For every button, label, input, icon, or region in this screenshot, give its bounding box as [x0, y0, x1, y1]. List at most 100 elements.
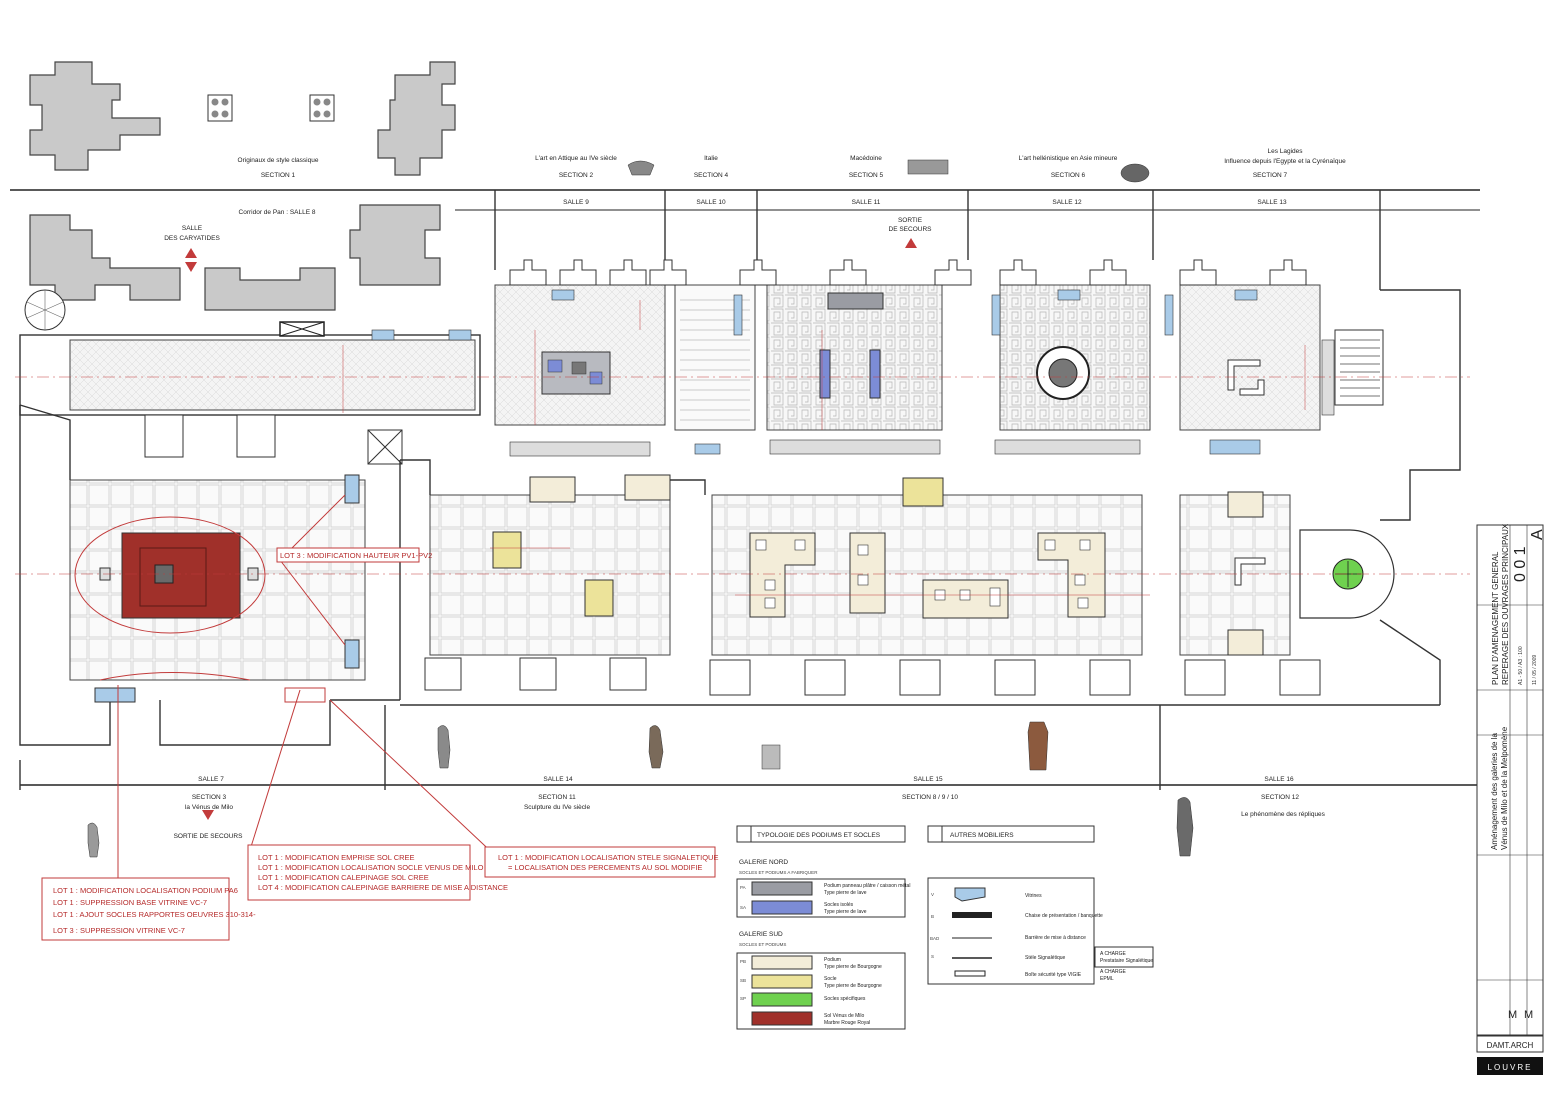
legend-title: AUTRES MOBILIERS — [950, 832, 1014, 839]
note-line: LOT 1 : MODIFICATION LOCALISATION PODIUM… — [53, 886, 238, 895]
note-line: LOT 1 : MODIFICATION LOCALISATION STELE … — [498, 853, 718, 862]
legend-swatch — [751, 992, 813, 1007]
exit-label: SORTIE — [898, 217, 923, 224]
annotation-leaders — [99, 494, 501, 881]
legend-autres-items: V Vitrines B Chaise de présentation / ba… — [927, 877, 1154, 985]
svg-text:EPML: EPML — [1100, 976, 1114, 982]
exit-label: DES CARYATIDES — [164, 235, 220, 242]
section-label: SECTION 5 — [849, 172, 884, 179]
salle-label: SALLE 12 — [1052, 199, 1082, 206]
svg-text:B: B — [931, 914, 934, 919]
doc-code: A1 - 50 / A3 : 100 — [1518, 646, 1524, 685]
salle14-floor — [429, 494, 671, 656]
salle-label: SALLE 11 — [852, 199, 881, 206]
svg-text:Vitrines: Vitrines — [1025, 893, 1042, 899]
section-label: Originaux de style classique — [238, 157, 319, 164]
south-windows — [424, 657, 1321, 696]
phase: M — [1524, 1009, 1533, 1021]
exit-label: SORTIE DE SECOURS — [174, 833, 244, 840]
legend-title: TYPOLOGIE DES PODIUMS ET SOCLES — [757, 832, 881, 839]
note-lot3: LOT 3 : MODIFICATION HAUTEUR PV1-PV2 — [280, 551, 432, 560]
venus-barrier — [74, 516, 266, 634]
red-dimensions — [342, 300, 1306, 596]
svg-text:PA: PA — [740, 885, 746, 890]
title-line: Aménagement des galeries de la — [1490, 732, 1499, 850]
legend-swatch — [751, 1011, 813, 1026]
svg-text:S: S — [931, 954, 934, 959]
section-label: SECTION 3 — [192, 794, 227, 801]
legend-sud-items: PB Podium Type pierre de Bourgogne SB So… — [736, 952, 906, 1030]
courtyard-pillars — [207, 94, 335, 122]
legend-swatch — [751, 974, 813, 989]
svg-text:Chaise de présentation / banqu: Chaise de présentation / banquette — [1025, 913, 1103, 919]
svg-text:Socles isolés: Socles isolés — [824, 902, 854, 908]
firm-name: DAMT.ARCH — [1487, 1041, 1534, 1050]
annotation-notes: LOT 3 : MODIFICATION HAUTEUR PV1-PV2 LOT… — [41, 547, 718, 941]
legend-subtitle: GALERIE SUD — [739, 931, 783, 938]
bottom-band — [19, 705, 1480, 790]
section-label: SECTION 7 — [1253, 172, 1288, 179]
section-label: Macédoine — [850, 155, 882, 162]
title-block: PLAN D'AMENAGEMENT GENERAL REPERAGE DES … — [1476, 523, 1546, 1075]
legend-nord-items: PA Podium panneau plâtre / caisson métal… — [736, 878, 910, 918]
title-line: Vénus de Milo et de la Melpomène — [1500, 726, 1509, 850]
svg-text:SA: SA — [740, 905, 746, 910]
svg-text:A CHARGE: A CHARGE — [1100, 951, 1127, 957]
section-label: SECTION 4 — [694, 172, 729, 179]
top-salle-labels: Corridor de Pan : SALLE 8 SALLE 9 SALLE … — [239, 199, 1288, 216]
legend-subtitle: GALERIE NORD — [739, 859, 788, 866]
title-line: REPERAGE DES OUVRAGES PRINCIPAUX — [1501, 523, 1510, 685]
section-label: SECTION 6 — [1051, 172, 1086, 179]
north-wing-walls — [29, 61, 456, 311]
north-salles — [279, 284, 1335, 457]
salle-label: Corridor de Pan : SALLE 8 — [239, 209, 316, 216]
venus-floor — [121, 532, 241, 619]
louvre-logo: LOUVRE — [1488, 1063, 1533, 1072]
salle-label: SALLE 14 — [543, 776, 573, 783]
section-label: SECTION 12 — [1261, 794, 1299, 801]
salle-label: SALLE 13 — [1257, 199, 1287, 206]
svg-text:Podium panneau plâtre / caisso: Podium panneau plâtre / caisson métal — [824, 883, 910, 889]
note-line: LOT 1 : SUPPRESSION BASE VITRINE VC-7 — [53, 898, 207, 907]
svg-text:Type pierre de Bourgogne: Type pierre de Bourgogne — [824, 964, 882, 970]
svg-text:Type pierre de lave: Type pierre de lave — [824, 909, 867, 915]
east-staircase — [1334, 329, 1384, 406]
legend: TYPOLOGIE DES PODIUMS ET SOCLES AUTRES M… — [736, 825, 1154, 1030]
svg-text:Type pierre de lave: Type pierre de lave — [824, 890, 867, 896]
section-label: SECTION 11 — [538, 794, 576, 801]
svg-text:Type pierre de Bourgogne: Type pierre de Bourgogne — [824, 983, 882, 989]
spiral-staircase — [24, 289, 66, 331]
note-line: LOT 1 : AJOUT SOCLES RAPPORTES OEUVRES 3… — [53, 910, 256, 919]
salle-band — [10, 189, 1480, 290]
svg-text:SP: SP — [740, 996, 746, 1001]
doc-index: A — [1529, 529, 1546, 540]
legend-subtitle: SOCLES ET PODIUMS — [739, 942, 786, 947]
exit-labels: SALLE DES CARYATIDES SORTIE DE SECOURS S… — [164, 217, 932, 840]
exit-label: DE SECOURS — [889, 226, 933, 233]
svg-text:Barrière de mise à distance: Barrière de mise à distance — [1025, 935, 1086, 941]
section-label: Les Lagides — [1267, 148, 1303, 155]
note-line: LOT 3 : SUPPRESSION VITRINE VC-7 — [53, 926, 185, 935]
svg-text:Sol Vénus de Milo: Sol Vénus de Milo — [824, 1013, 865, 1019]
svg-text:Podium: Podium — [824, 957, 841, 963]
section-label: Influence depuis l'Egypte et la Cyrénaïq… — [1224, 158, 1346, 165]
svg-text:A CHARGE: A CHARGE — [1100, 969, 1127, 975]
title-line: PLAN D'AMENAGEMENT GENERAL — [1491, 551, 1500, 685]
salle-label: SALLE 16 — [1264, 776, 1294, 783]
doc-number: 0 0 1 — [1512, 546, 1529, 582]
phase: M — [1508, 1009, 1517, 1021]
section-labels: Originaux de style classique SECTION 1 L… — [238, 148, 1347, 179]
svg-text:Marbre Rouge Royal: Marbre Rouge Royal — [824, 1020, 870, 1026]
svg-text:V: V — [931, 892, 934, 897]
svg-text:SB: SB — [740, 978, 746, 983]
salle14-socle-2 — [584, 579, 614, 617]
legend-swatch — [751, 955, 813, 970]
salle-label: SALLE 15 — [913, 776, 943, 783]
section-label: Le phénomène des répliques — [1241, 811, 1326, 818]
section-label: la Vénus de Milo — [185, 804, 233, 811]
svg-text:PB: PB — [740, 959, 746, 964]
doc-code: 11 / 05 / 2009 — [1532, 655, 1538, 685]
note-line: LOT 1 : MODIFICATION EMPRISE SOL CREE — [258, 853, 415, 862]
salle-label: SALLE 9 — [563, 199, 589, 206]
